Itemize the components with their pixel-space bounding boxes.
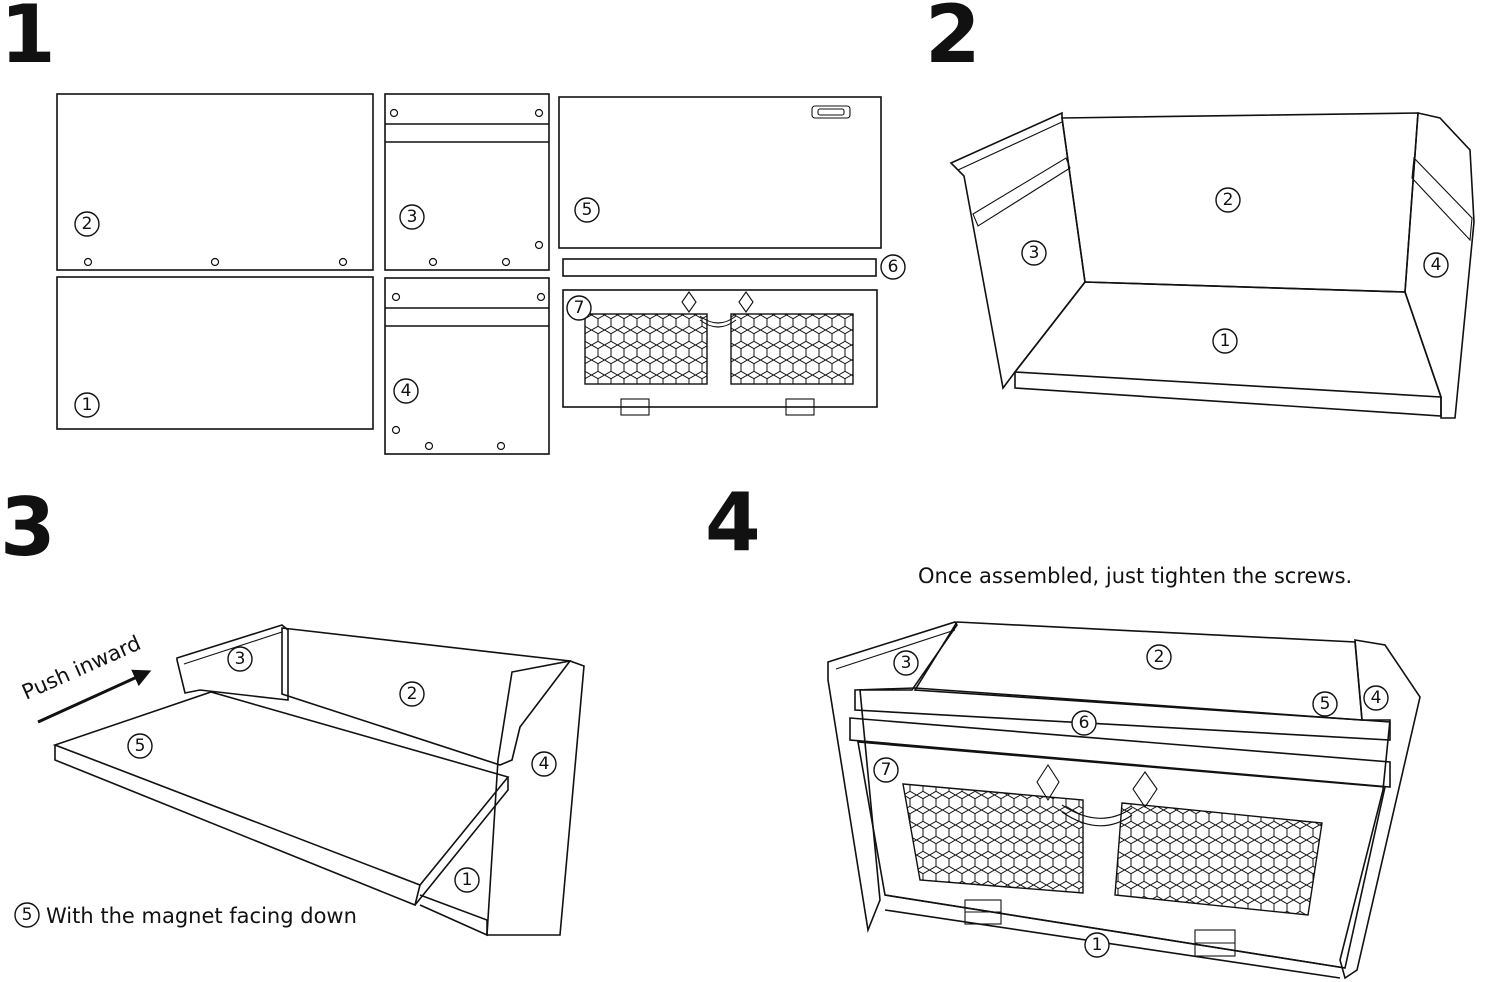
step-1-number: 1 bbox=[0, 0, 56, 81]
step-1-parts bbox=[56, 93, 882, 455]
step-4-number: 4 bbox=[705, 476, 761, 569]
svg-text:4: 4 bbox=[539, 754, 550, 774]
svg-text:3: 3 bbox=[407, 207, 418, 227]
label-step4-p2: 2 bbox=[1146, 644, 1172, 670]
label-step3-p1: 1 bbox=[454, 867, 480, 893]
svg-text:3: 3 bbox=[901, 653, 912, 673]
svg-text:2: 2 bbox=[82, 214, 93, 234]
label-step4-p1: 1 bbox=[1084, 932, 1110, 958]
panel-3 bbox=[384, 93, 550, 271]
svg-text:3: 3 bbox=[1029, 243, 1040, 263]
svg-text:5: 5 bbox=[1320, 694, 1331, 714]
svg-text:1: 1 bbox=[462, 870, 473, 890]
step-2-drawing bbox=[949, 111, 1475, 419]
svg-text:6: 6 bbox=[1079, 713, 1090, 733]
magnet-note-text: With the magnet facing down bbox=[46, 904, 357, 928]
label-step1-p3: 3 bbox=[399, 204, 425, 230]
svg-text:4: 4 bbox=[1431, 255, 1442, 275]
panel-5 bbox=[558, 96, 882, 249]
label-step3-p5: 5 bbox=[127, 733, 153, 759]
svg-text:1: 1 bbox=[1092, 935, 1103, 955]
label-step1-p7: 7 bbox=[566, 295, 592, 321]
svg-text:5: 5 bbox=[582, 200, 593, 220]
step-2-number: 2 bbox=[925, 0, 981, 81]
magnet-note-circle-label: 5 bbox=[22, 905, 33, 925]
step-3-number: 3 bbox=[0, 481, 56, 574]
svg-text:6: 6 bbox=[888, 257, 899, 277]
panel-2 bbox=[56, 93, 374, 271]
label-step4-p7: 7 bbox=[873, 757, 899, 783]
magnet-note: 5 With the magnet facing down bbox=[14, 902, 357, 928]
assembled-note: Once assembled, just tighten the screws. bbox=[918, 564, 1352, 588]
label-step1-p6: 6 bbox=[880, 254, 906, 280]
label-step2-p1: 1 bbox=[1212, 328, 1238, 354]
label-step3-p4: 4 bbox=[531, 751, 557, 777]
label-step4-p6: 6 bbox=[1071, 710, 1097, 736]
svg-text:7: 7 bbox=[881, 760, 892, 780]
label-step3-p3: 3 bbox=[227, 646, 253, 672]
panel-4 bbox=[384, 277, 550, 455]
panel-1 bbox=[56, 276, 374, 430]
step-3-drawing bbox=[37, 624, 585, 937]
svg-text:1: 1 bbox=[82, 395, 93, 415]
label-step4-p5: 5 bbox=[1312, 691, 1338, 717]
svg-text:4: 4 bbox=[1371, 688, 1382, 708]
label-step4-p3: 3 bbox=[893, 650, 919, 676]
step-4-drawing bbox=[827, 621, 1421, 980]
label-step1-p2: 2 bbox=[74, 211, 100, 237]
label-step2-p3: 3 bbox=[1021, 240, 1047, 266]
svg-text:2: 2 bbox=[1223, 190, 1234, 210]
svg-text:3: 3 bbox=[235, 649, 246, 669]
label-step2-p2: 2 bbox=[1215, 187, 1241, 213]
svg-text:2: 2 bbox=[407, 684, 418, 704]
svg-text:7: 7 bbox=[574, 298, 585, 318]
label-step1-p1: 1 bbox=[74, 392, 100, 418]
svg-text:1: 1 bbox=[1220, 331, 1231, 351]
svg-text:2: 2 bbox=[1154, 647, 1165, 667]
svg-text:5: 5 bbox=[135, 736, 146, 756]
label-step4-p4: 4 bbox=[1363, 685, 1389, 711]
label-step1-p5: 5 bbox=[574, 197, 600, 223]
push-arrow bbox=[37, 669, 152, 724]
label-step1-p4: 4 bbox=[393, 378, 419, 404]
svg-text:4: 4 bbox=[401, 381, 412, 401]
panel-6 bbox=[562, 258, 877, 277]
label-step3-p2: 2 bbox=[399, 681, 425, 707]
push-inward-note: Push inward bbox=[18, 631, 144, 705]
label-step2-p4: 4 bbox=[1423, 252, 1449, 278]
